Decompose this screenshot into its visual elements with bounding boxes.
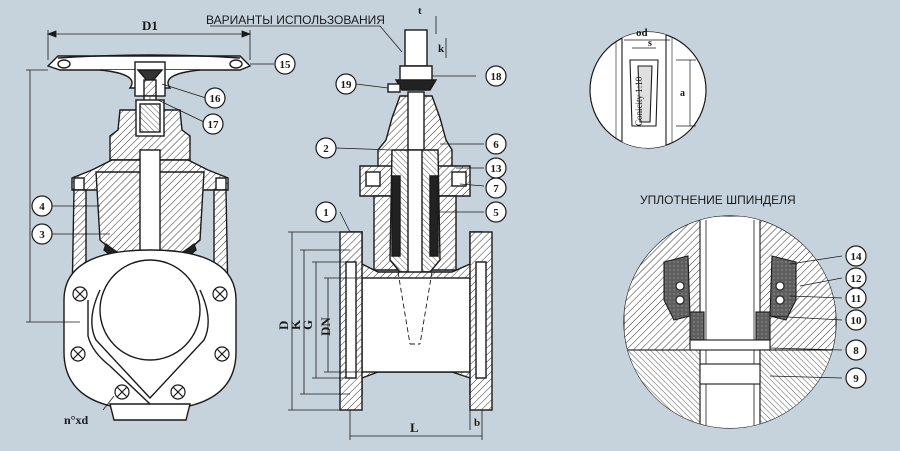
dim-K: K [288,319,303,330]
callout-17-label: 17 [208,119,220,131]
callout-19-label: 19 [341,79,353,91]
leader-lines [52,63,843,379]
section-dimensions [210,16,483,440]
callout-7-label: 7 [493,183,499,195]
callout-9-label: 9 [853,373,859,385]
callout-14-label: 14 [851,251,863,263]
dim-D: D [276,321,291,330]
dim-L: L [410,420,419,435]
callout-15-label: 15 [280,59,292,71]
seal-detail-circle [623,215,837,429]
dim-conicity: Conicity 1:10 [634,76,644,126]
callout-1-label: 1 [323,207,329,219]
callout-10 [845,309,867,331]
callout-13-label: 13 [491,163,503,175]
callout-4-label: 4 [39,201,45,213]
callout-18 [485,65,507,87]
dim-b: b [474,417,480,429]
dim-k: k [438,43,445,55]
callout-11 [845,287,867,309]
callout-15 [274,53,296,75]
callout-18-label: 18 [491,71,503,83]
callout-17 [202,113,224,135]
callout-markers [31,53,867,389]
callout-16 [204,87,226,109]
section-view [339,29,493,411]
callout-8-label: 8 [853,345,859,357]
front-view [46,54,252,421]
callout-7 [485,177,507,199]
dim-t: t [418,5,422,17]
dim-holes: n°xd [64,413,88,427]
dim-DN: DN [318,317,333,336]
callout-2-label: 2 [323,143,329,155]
callout-5-label: 5 [493,207,499,219]
callout-6-label: 6 [493,139,499,151]
callout-1 [315,201,337,223]
spindle-seal-title: УПЛОТНЕНИЕ ШПИНДЕЛЯ [640,193,796,207]
dim-a: a [680,88,685,99]
callout-10-label: 10 [851,315,863,327]
dim-d1: D1 [142,18,158,33]
front-dimensions [26,30,252,411]
dim-od: od [636,27,648,39]
dim-G: G [300,320,315,330]
dim-s: s [648,38,652,49]
callout-3-label: 3 [39,229,45,241]
stem-detail-circle [589,31,707,149]
callout-3 [31,223,53,245]
callout-5 [485,201,507,223]
usage-variants-title: ВАРИАНТЫ ИСПОЛЬЗОВАНИЯ [206,13,385,27]
callout-2 [315,137,337,159]
callout-6 [485,133,507,155]
callout-8 [845,339,867,361]
callout-11-label: 11 [851,293,861,305]
callout-9 [845,367,867,389]
callout-14 [845,245,867,267]
callout-4 [31,195,53,217]
callout-12-label: 12 [851,273,863,285]
callout-19 [335,73,357,95]
callout-16-label: 16 [210,93,222,105]
